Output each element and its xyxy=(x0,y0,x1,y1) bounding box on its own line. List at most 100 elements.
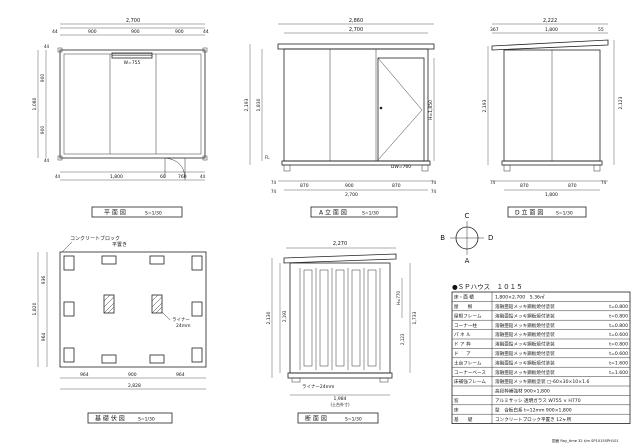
spec-row-value: 溶融亜鉛メッキ鋼板焼付塗装 xyxy=(495,322,555,329)
spec-row-value: 溶融亜鉛メッキ鋼板焼付塗装 xyxy=(495,312,555,319)
side-dim-right-2123: 2,123 xyxy=(618,96,624,109)
orientation-compass: C B D A xyxy=(440,212,493,265)
spec-row-key: コーナー柱 xyxy=(454,322,477,329)
section-view: 2,270 ライナー24mm 2,130 2,193 H=770 1,733 2… xyxy=(266,241,418,424)
front-dim-74c: 74 xyxy=(271,189,277,194)
spec-title: ●ＳＰハウス １０１５ xyxy=(452,283,523,291)
plan-dim-left-44a: 44 xyxy=(44,44,50,49)
front-dim-2700b: 2,700 xyxy=(345,192,358,198)
section-dim-2193: 2,193 xyxy=(282,310,287,322)
section-view-label: 断 面 図 xyxy=(305,415,327,423)
spec-row-value: コンクリートブロック平置き 12ヶ所 xyxy=(495,416,572,423)
spec-row-value: 溶融亜鉛メッキ鋼板焼付塗装 xyxy=(495,331,555,338)
compass-b: B xyxy=(440,234,445,242)
spec-row-thickness: t=0.800 xyxy=(609,342,628,348)
section-liner: ライナー24mm xyxy=(302,384,334,390)
spec-row-key: ド ア 枠 xyxy=(454,341,471,348)
spec-row-thickness: t=0.600 xyxy=(609,332,628,338)
spec-row-value: 溶融亜鉛メッキ鋼板焼付塗装 xyxy=(495,369,555,376)
side-dim-1800: 1,800 xyxy=(545,27,558,33)
window-tag: W=755 xyxy=(124,60,141,66)
spec-row-key: 床補強フレーム xyxy=(454,378,486,385)
spec-row-thickness: t=0.600 xyxy=(609,351,628,357)
side-dim-55: 55 xyxy=(598,27,604,33)
spec-row-value: 溶融亜鉛メッキ鋼板焼付塗装 xyxy=(495,359,555,366)
spec-row-key: コーナーベース xyxy=(454,370,486,376)
found-dim-964b: 964 xyxy=(176,372,185,378)
spec-row-value: 1,800×2,700 5.36㎡ xyxy=(495,294,545,301)
found-dim-1820: 1,820 xyxy=(32,302,38,315)
compass-d: D xyxy=(488,234,493,242)
side-dim-74a: 74 xyxy=(490,180,496,185)
plan-dim-900a: 900 xyxy=(88,29,97,35)
section-dim-h770: H=770 xyxy=(396,291,401,305)
plan-dim-760: 760 xyxy=(178,174,187,180)
found-dim-936: 936 xyxy=(41,276,47,285)
plan-dim-44b: 44 xyxy=(203,29,209,35)
liner-note: ライナー xyxy=(172,317,190,323)
front-dim-74d: 74 xyxy=(431,189,437,194)
plan-view-scale: S=1/30 xyxy=(145,211,162,217)
spec-row-key: 床 xyxy=(454,406,459,413)
spec-row-value: アルミサッシ 透明ガラス W755 × H770 xyxy=(495,397,581,404)
section-dim-2130: 2,130 xyxy=(266,311,272,324)
plan-dim-44a: 44 xyxy=(52,29,58,35)
plan-dim-900c: 900 xyxy=(175,29,184,35)
spec-row-key: パ ネ ル xyxy=(454,332,471,338)
foundation-view-scale: S=1/30 xyxy=(138,417,155,423)
side-view-scale: S=1/30 xyxy=(556,211,573,217)
compass-a: A xyxy=(465,257,470,265)
plan-dim-900b: 900 xyxy=(131,29,140,35)
side-elevation-view: 2,222 367 1,800 55 2,193 2,123 870 870 1… xyxy=(482,18,624,218)
spec-row-key: 屋根フレーム xyxy=(454,312,482,319)
spec-row-key: 床・面 積 xyxy=(454,294,474,301)
spec-row-key: ド ア xyxy=(454,351,471,357)
spec-row-thickness: t=1.600 xyxy=(609,360,628,366)
front-dim-900: 900 xyxy=(345,183,354,189)
section-dim-note: (土台外寸) xyxy=(330,401,350,407)
spec-row-key: 窓 xyxy=(454,397,459,404)
side-view-label: D 立 面 図 xyxy=(515,209,543,217)
spec-row-key: 土台フレーム xyxy=(454,359,482,366)
block-note: コンクリートブロック xyxy=(70,235,120,242)
spec-row-value: 型 合板白系 t=12mm 900×1,800 xyxy=(495,406,572,413)
spec-row-value: 溶融亜鉛メッキ鋼板焼付塗装 xyxy=(495,350,555,357)
plan-dim-overall: 2,700 xyxy=(126,18,140,24)
foundation-view-label: 基 礎 伏 図 xyxy=(95,415,125,423)
spec-row-thickness: t=0.800 xyxy=(609,313,628,319)
front-dim-h1850: H=1,850 xyxy=(428,100,434,120)
spec-row-value: 溶融亜鉛メッキ鋼板塗装 □-60×30×10×1.6 xyxy=(495,378,589,385)
plan-dim-60: 60 xyxy=(160,174,166,180)
side-dim-2222: 2,222 xyxy=(543,18,557,24)
plan-dim-1800: 1,800 xyxy=(110,174,123,180)
section-dim-2270: 2,270 xyxy=(333,241,347,247)
spec-row-value: 高段枠補強材 900×1,800 xyxy=(495,388,550,395)
spec-row-value: 溶融亜鉛メッキ鋼板焼付塗装 xyxy=(495,303,555,310)
front-dim-870b: 870 xyxy=(392,183,401,189)
found-dim-900: 900 xyxy=(128,372,137,378)
side-dim-74b: 74 xyxy=(601,180,607,185)
plan-dim-left-44b: 44 xyxy=(44,158,50,163)
found-dim-2828: 2,828 xyxy=(128,383,141,389)
front-elevation-view: 2,860 2,700 DW=760 2,193 1,830 FL H=1,85… xyxy=(244,18,437,218)
plan-dim-left-1080: 1,080 xyxy=(32,97,38,110)
front-dim-2860: 2,860 xyxy=(349,18,363,24)
front-dim-2700: 2,700 xyxy=(349,27,363,33)
front-dim-870a: 870 xyxy=(300,183,309,189)
front-view-scale: S=1/30 xyxy=(362,211,379,217)
front-dim-1830: 1,830 xyxy=(256,98,262,111)
front-view-label: A 立 面 図 xyxy=(319,209,347,217)
compass-c: C xyxy=(465,212,470,220)
foundation-plan-view: コンクリートブロック 平置き ライナー 24mm 1,820 936 96 xyxy=(32,235,207,424)
door-tag: DW=760 xyxy=(391,164,411,170)
plan-view-label: 平 面 図 xyxy=(104,210,126,217)
spec-row-thickness: t=1.600 xyxy=(609,370,628,376)
side-dim-870b: 870 xyxy=(568,183,577,189)
found-dim-964: 964 xyxy=(41,333,47,342)
found-dim-964a: 964 xyxy=(80,372,89,378)
front-dim-74a: 74 xyxy=(271,180,277,185)
plan-dim-left-900b: 900 xyxy=(40,126,46,135)
side-dim-1800b: 1,800 xyxy=(545,192,558,198)
plan-dim-left-900a: 900 xyxy=(40,74,46,83)
